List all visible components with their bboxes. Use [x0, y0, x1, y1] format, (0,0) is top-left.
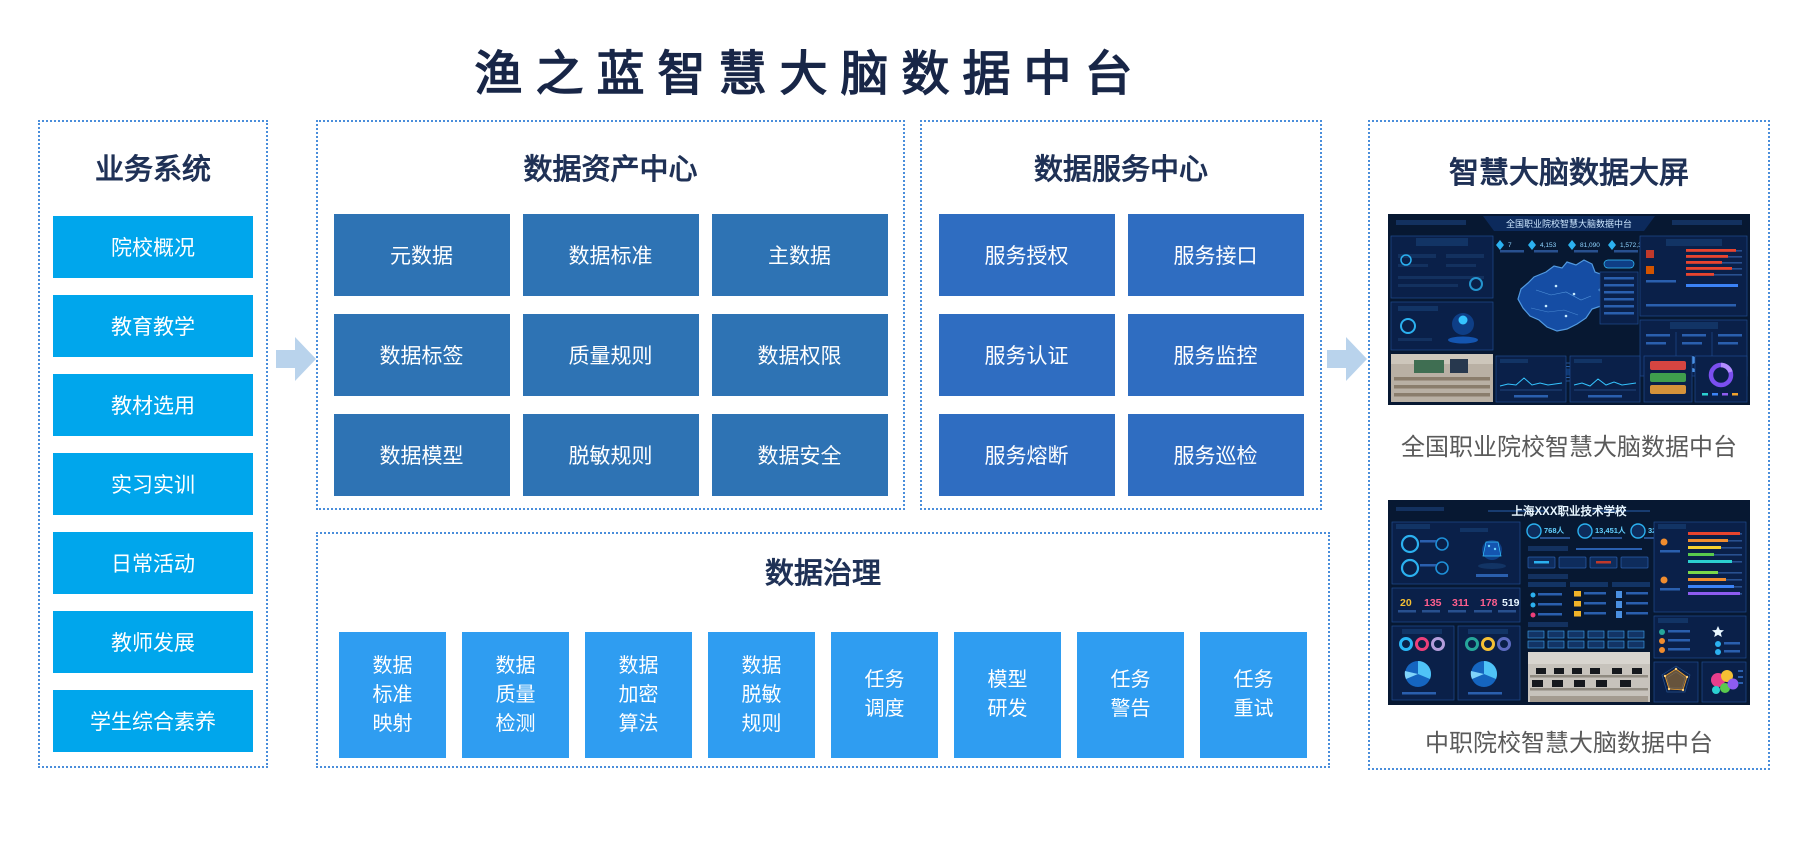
svg-text:135: 135: [1424, 597, 1442, 609]
data-asset-center-panel: 数据资产中心 元数据 数据标准 主数据 数据标签 质量规则 数据权限 数据模型 …: [316, 120, 905, 510]
asset-block: 元数据: [333, 214, 510, 296]
asset-block: 质量规则: [522, 314, 699, 396]
dash2-list-columns: [1528, 582, 1650, 618]
svg-text:768人: 768人: [1544, 526, 1565, 535]
svg-text:4,153: 4,153: [1540, 242, 1557, 249]
page-title: 渔之蓝智慧大脑数据中台: [474, 48, 1146, 101]
dash2-gauges: [1400, 534, 1449, 578]
data-service-grid: 服务授权 服务接口 服务认证 服务监控 服务熔断 服务巡检: [922, 214, 1320, 496]
asset-block: 数据模型: [333, 414, 510, 496]
business-systems-header: 业务系统: [94, 154, 211, 186]
dashboard-1-screenshot: 全国职业院校智慧大脑数据中台: [1388, 214, 1750, 405]
dash1-red-bar-chart: [1646, 249, 1742, 307]
svg-text:178: 178: [1480, 597, 1498, 609]
dash2-chip-grid: [1527, 630, 1645, 649]
data-asset-grid: 元数据 数据标准 主数据 数据标签 质量规则 数据权限 数据模型 脱敏规则 数据…: [318, 214, 903, 496]
right-arrow-icon: [1327, 337, 1367, 381]
business-systems-panel: 业务系统 院校概况 教育教学 教材选用 实习实训 日常活动 教师发展 学生综合素…: [38, 120, 268, 768]
dash2-pie-panels: [1391, 625, 1521, 701]
svg-text:519: 519: [1502, 597, 1520, 609]
governance-block: 数据 质量 检测: [462, 632, 569, 758]
business-item: 实习实训: [53, 453, 253, 515]
dash2-icon-rows: [1659, 626, 1740, 655]
governance-block: 数据 脱敏 规则: [708, 632, 815, 758]
business-item: 教材选用: [53, 374, 253, 436]
dash1-status-badges: [1643, 355, 1693, 403]
dash1-title: 全国职业院校智慧大脑数据中台: [1506, 218, 1632, 229]
dashboard-2-screenshot: 上海XXX职业技术学校 20: [1388, 500, 1750, 705]
business-item: 学生综合素养: [53, 690, 253, 752]
dash2-title: 上海XXX职业技术学校: [1511, 504, 1627, 518]
dash1-top-stats: 7 4,153 81,090 1,572,302: [1496, 240, 1649, 250]
data-service-center-header: 数据服务中心: [1033, 154, 1208, 186]
dashboard-1-caption: 全国职业院校智慧大脑数据中台: [1401, 434, 1737, 461]
business-item: 教师发展: [53, 611, 253, 673]
data-service-center-panel: 数据服务中心 服务授权 服务接口 服务认证 服务监控 服务熔断 服务巡检: [920, 120, 1322, 510]
dash2-colored-bars: [1660, 532, 1742, 595]
svg-text:1,572,302: 1,572,302: [1620, 242, 1649, 249]
governance-block: 任务 重试: [1200, 632, 1307, 758]
china-map: [1517, 259, 1607, 332]
asset-block: 数据标准: [522, 214, 699, 296]
dash1-donut-chart: [1694, 355, 1748, 403]
data-asset-center-header: 数据资产中心: [523, 154, 698, 186]
big-screen-panel: 智慧大脑数据大屏 全国职业院校智慧大脑数据中台: [1368, 120, 1770, 770]
governance-block: 数据 加密 算法: [585, 632, 692, 758]
dash2-radar-chart: [1653, 661, 1699, 703]
asset-block: 脱敏规则: [522, 414, 699, 496]
dash1-classroom-photo: [1391, 354, 1493, 402]
asset-block: 数据权限: [711, 314, 888, 396]
dash2-number-row: 20 135 311 178 519: [1400, 597, 1520, 609]
asset-block: 数据安全: [711, 414, 888, 496]
asset-block: 主数据: [711, 214, 888, 296]
dash2-blob-pie: [1701, 661, 1747, 703]
data-governance-header: 数据治理: [764, 558, 881, 590]
service-block: 服务认证: [938, 314, 1115, 396]
service-block: 服务巡检: [1127, 414, 1304, 496]
business-item: 院校概况: [53, 216, 253, 278]
business-item: 教育教学: [53, 295, 253, 357]
governance-block: 模型 研发: [954, 632, 1061, 758]
service-block: 服务接口: [1127, 214, 1304, 296]
right-arrow-icon: [276, 337, 316, 381]
governance-block: 任务 调度: [831, 632, 938, 758]
business-systems-list: 院校概况 教育教学 教材选用 实习实训 日常活动 教师发展 学生综合素养: [40, 216, 266, 752]
governance-block: 数据 标准 映射: [339, 632, 446, 758]
svg-text:20: 20: [1400, 597, 1412, 609]
service-block: 服务熔断: [938, 414, 1115, 496]
data-governance-row: 数据 标准 映射 数据 质量 检测 数据 加密 算法 数据 脱敏 规则 任务 调…: [318, 632, 1328, 758]
svg-text:311: 311: [1452, 597, 1469, 609]
service-block: 服务监控: [1127, 314, 1304, 396]
svg-text:81,090: 81,090: [1580, 242, 1600, 249]
service-block: 服务授权: [938, 214, 1115, 296]
dash1-line-charts: [1495, 355, 1641, 403]
dash2-lab-photo: [1528, 652, 1650, 702]
dashboard-2-caption: 中职院校智慧大脑数据中台: [1425, 730, 1713, 757]
dash2-hologram: [1460, 528, 1508, 577]
big-screen-header: 智慧大脑数据大屏: [1449, 157, 1689, 190]
data-governance-panel: 数据治理 数据 标准 映射 数据 质量 检测 数据 加密 算法 数据 脱敏 规则…: [316, 532, 1330, 768]
asset-block: 数据标签: [333, 314, 510, 396]
governance-block: 任务 警告: [1077, 632, 1184, 758]
business-item: 日常活动: [53, 532, 253, 594]
svg-text:7: 7: [1508, 242, 1512, 249]
svg-text:13,451人: 13,451人: [1595, 526, 1626, 535]
